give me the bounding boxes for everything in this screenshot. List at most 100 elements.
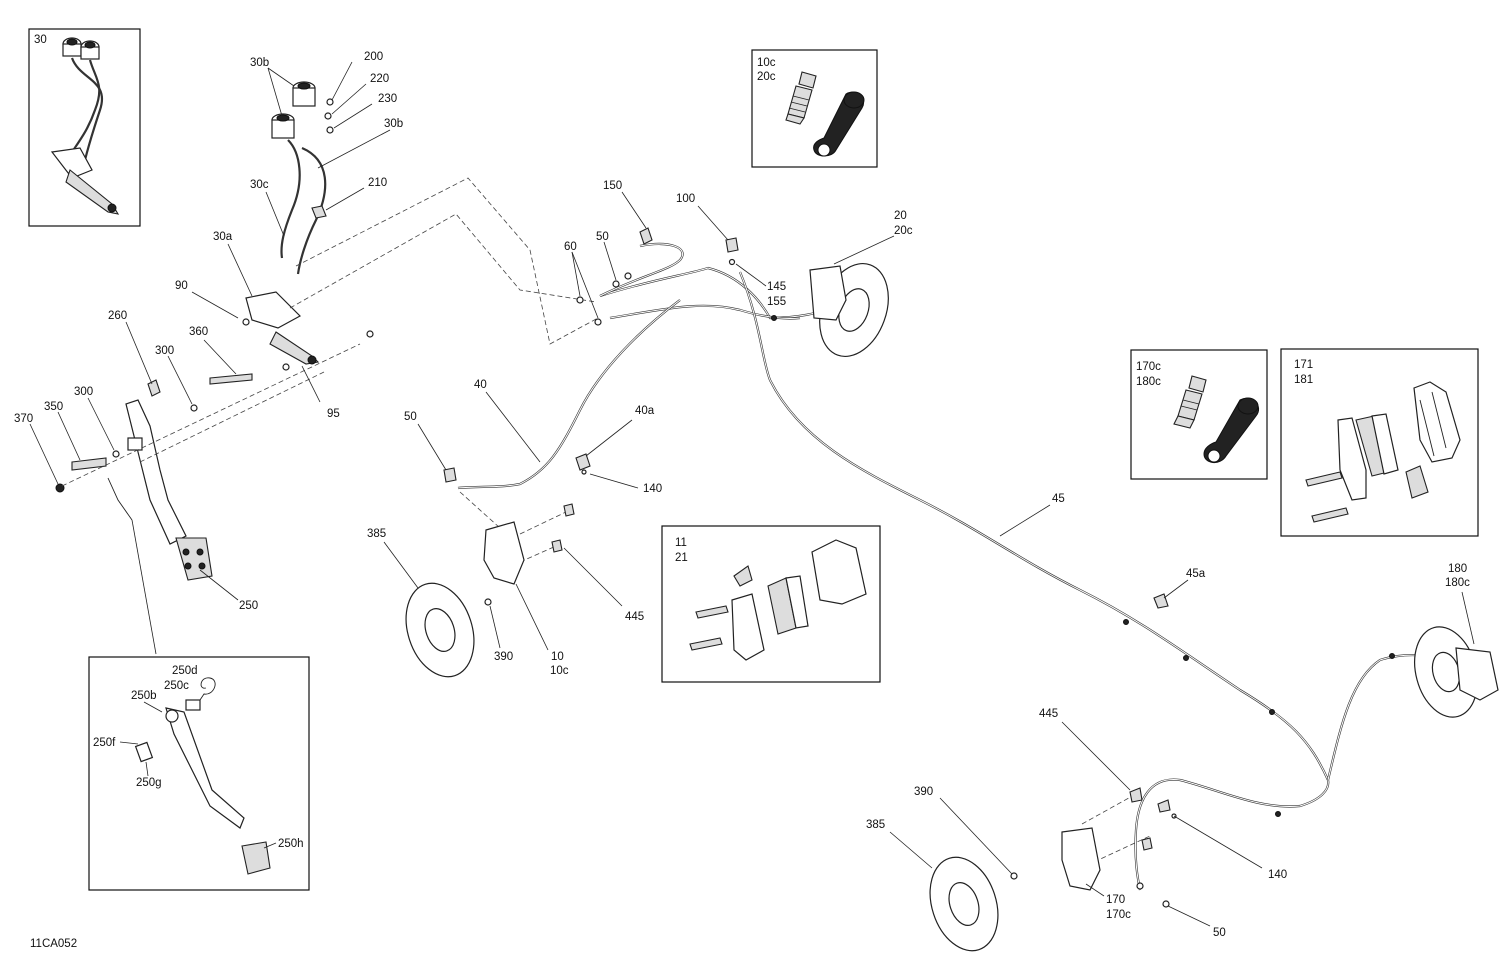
pedal-arm-icon: [165, 707, 245, 829]
label-250c: 250c: [164, 680, 189, 692]
label-181: 181: [1294, 374, 1313, 386]
pedal-pad-icon: [241, 841, 271, 875]
callout-145: 145: [767, 281, 786, 293]
bleeder-inset-rear: 170c 180c: [1130, 349, 1268, 480]
callout-40a: 40a: [635, 405, 655, 417]
label-30: 30: [34, 34, 47, 46]
inset-box-171: [1280, 348, 1479, 537]
master-cylinder-inset: 30: [28, 28, 141, 227]
rear-left-rotor: [929, 827, 1101, 952]
hose-150: [599, 242, 684, 297]
master-cylinder-icon: [245, 291, 301, 329]
inset-box-10c: [751, 49, 878, 168]
assembly-dashes: [61, 177, 1151, 863]
clamp-icon: [311, 205, 327, 219]
callout-30b-2: 30b: [384, 118, 403, 130]
label-20c: 20c: [757, 71, 776, 83]
inset-box-30: [28, 28, 141, 227]
callout-445: 445: [625, 611, 644, 623]
caliper-icon: [483, 521, 525, 585]
callout-30b: 30b: [250, 57, 269, 69]
callout-50: 50: [596, 231, 609, 243]
brake-lines: [457, 242, 1461, 891]
callout-leaders: [29, 61, 1475, 927]
rear-pads-inset: 171 181: [1280, 348, 1479, 537]
callout-140-2: 140: [1268, 869, 1287, 881]
callout-20c: 20c: [894, 225, 913, 237]
caliper-icon: [809, 265, 847, 321]
callout-200: 200: [364, 51, 383, 63]
callout-445-2: 445: [1039, 708, 1058, 720]
callout-90: 90: [175, 280, 188, 292]
callout-385-2: 385: [866, 819, 885, 831]
callout-95: 95: [327, 408, 340, 420]
bleeder-screw-icon: [785, 71, 817, 125]
callout-170c: 170c: [1106, 909, 1131, 921]
figure-code: 11CA052: [30, 938, 77, 950]
master-cylinder-assembly: [242, 81, 374, 371]
callout-300: 300: [155, 345, 174, 357]
callout-40: 40: [474, 379, 487, 391]
pin-bolt-icon: [1305, 471, 1343, 487]
pin-bolt-icon: [695, 605, 729, 619]
label-250d: 250d: [172, 665, 198, 677]
label-170c: 170c: [1136, 361, 1161, 373]
callout-10c: 10c: [550, 665, 569, 677]
callout-155: 155: [767, 296, 786, 308]
bleeder-screw-icon: [1173, 375, 1207, 429]
pivot-bolt-icon: [209, 373, 253, 385]
label-250g: 250g: [136, 777, 162, 789]
callout-370: 370: [14, 413, 33, 425]
caliper-icon: [1061, 827, 1101, 891]
callout-50-2: 50: [404, 411, 417, 423]
callout-220: 220: [370, 73, 389, 85]
callout-45: 45: [1052, 493, 1065, 505]
label-11: 11: [675, 537, 687, 549]
inset-box-11: [661, 525, 881, 683]
inset-box-170c: [1130, 349, 1268, 480]
spring-clip-icon: [1405, 465, 1429, 499]
callout-20: 20: [894, 210, 907, 222]
callout-150: 150: [603, 180, 622, 192]
front-pads-inset: 11 21: [661, 525, 881, 683]
pedal-arm-icon: [125, 399, 187, 545]
hose-40: [457, 299, 681, 490]
callout-385: 385: [367, 528, 386, 540]
caliper-bracket-icon: [1413, 381, 1461, 463]
pad-icon: [1337, 417, 1367, 501]
label-171: 171: [1294, 359, 1313, 371]
callout-230: 230: [378, 93, 397, 105]
bleeder-cap-icon: [813, 91, 865, 157]
callout-390-2: 390: [914, 786, 933, 798]
bracket-icon: [107, 477, 133, 521]
inset-box-250: [88, 656, 310, 891]
callout-170: 170: [1106, 894, 1125, 906]
pedal-detail-inset: 250d 250c 250b 250f 250g 250h: [88, 656, 310, 891]
callout-300-2: 300: [74, 386, 93, 398]
spring-icon: [147, 379, 161, 397]
banjo-bolt-icon: [443, 467, 457, 483]
callout-30c: 30c: [250, 179, 269, 191]
fittings: [443, 227, 1177, 908]
callout-60: 60: [564, 241, 577, 253]
label-21: 21: [675, 552, 688, 564]
callout-10: 10: [551, 651, 564, 663]
pad-plate-icon: [731, 593, 765, 661]
hose-20: [599, 266, 827, 320]
pin-bolt-icon: [1311, 507, 1349, 523]
callout-260: 260: [108, 310, 127, 322]
bleeder-inset-front: 10c 20c: [751, 49, 878, 168]
pedal-pad-icon: [175, 537, 213, 581]
callout-labels: 200 30b 220 230 30b 210 30c 30a 90 260 3…: [14, 51, 1470, 939]
callout-360: 360: [189, 326, 208, 338]
label-180c: 180c: [1136, 376, 1161, 388]
label-10c: 10c: [757, 57, 776, 69]
callout-350: 350: [44, 401, 63, 413]
bleeder-cap-icon: [1203, 397, 1260, 463]
caliper-icon: [1455, 647, 1499, 701]
callout-100: 100: [676, 193, 695, 205]
callout-180c: 180c: [1445, 577, 1470, 589]
spring-clip-icon: [733, 565, 753, 587]
callout-390: 390: [494, 651, 513, 663]
label-250b: 250b: [131, 690, 157, 702]
